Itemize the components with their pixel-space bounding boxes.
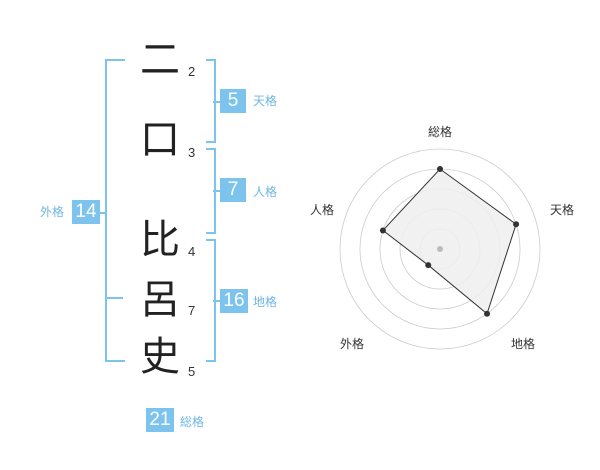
jinkaku-connector	[213, 190, 220, 192]
radar-grid-ring	[419, 228, 461, 270]
stroke-count-2: 3	[188, 145, 196, 160]
radar-axis-label-3: 地格	[511, 337, 536, 351]
radar-grid-ring	[359, 168, 521, 330]
soukaku-badge: 21	[146, 408, 174, 432]
tenkaku-connector	[213, 101, 220, 103]
radar-grid-ring	[339, 148, 541, 350]
radar-point-1	[437, 166, 443, 172]
stroke-count-3: 4	[188, 244, 196, 259]
tenkaku-badge: 5	[220, 89, 246, 113]
radar-data-polygon	[382, 168, 517, 315]
jinkaku-badge: 7	[220, 178, 246, 202]
stroke-count-1: 2	[188, 64, 196, 79]
radar-point-3	[484, 310, 491, 317]
chikaku-connector	[213, 300, 220, 302]
radar-axis-label-5: 人格	[310, 203, 335, 217]
radar-center-dot	[437, 246, 443, 252]
gaikaku-label: 外格	[40, 205, 65, 219]
radar-axis-label-1: 総格	[428, 125, 453, 139]
soukaku-label: 総格	[180, 415, 205, 429]
radar-point-5	[379, 227, 386, 234]
radar-point-2	[513, 221, 520, 228]
stroke-count-4: 7	[188, 303, 196, 318]
radar-axis-label-2: 天格	[550, 203, 575, 217]
radar-grid-ring	[399, 208, 481, 290]
radar-grid-ring	[379, 188, 501, 310]
radar-axis-label-4: 外格	[340, 337, 365, 351]
chikaku-badge: 16	[220, 289, 248, 313]
name-char-5: 史	[140, 334, 180, 380]
radar-point-4	[425, 262, 432, 269]
name-char-3: 比	[140, 217, 180, 263]
gaikaku-bracket	[105, 59, 125, 362]
tenkaku-label: 天格	[253, 94, 278, 108]
name-char-2: 口	[140, 117, 180, 163]
name-char-1: 二	[140, 37, 180, 83]
jinkaku-label: 人格	[253, 185, 278, 199]
chikaku-label: 地格	[253, 295, 278, 309]
stroke-count-5: 5	[188, 364, 196, 379]
gaikaku-connector	[97, 212, 107, 214]
gaikaku-badge: 14	[72, 200, 100, 224]
name-char-4: 呂	[140, 277, 180, 323]
gaikaku-divider	[105, 297, 123, 299]
